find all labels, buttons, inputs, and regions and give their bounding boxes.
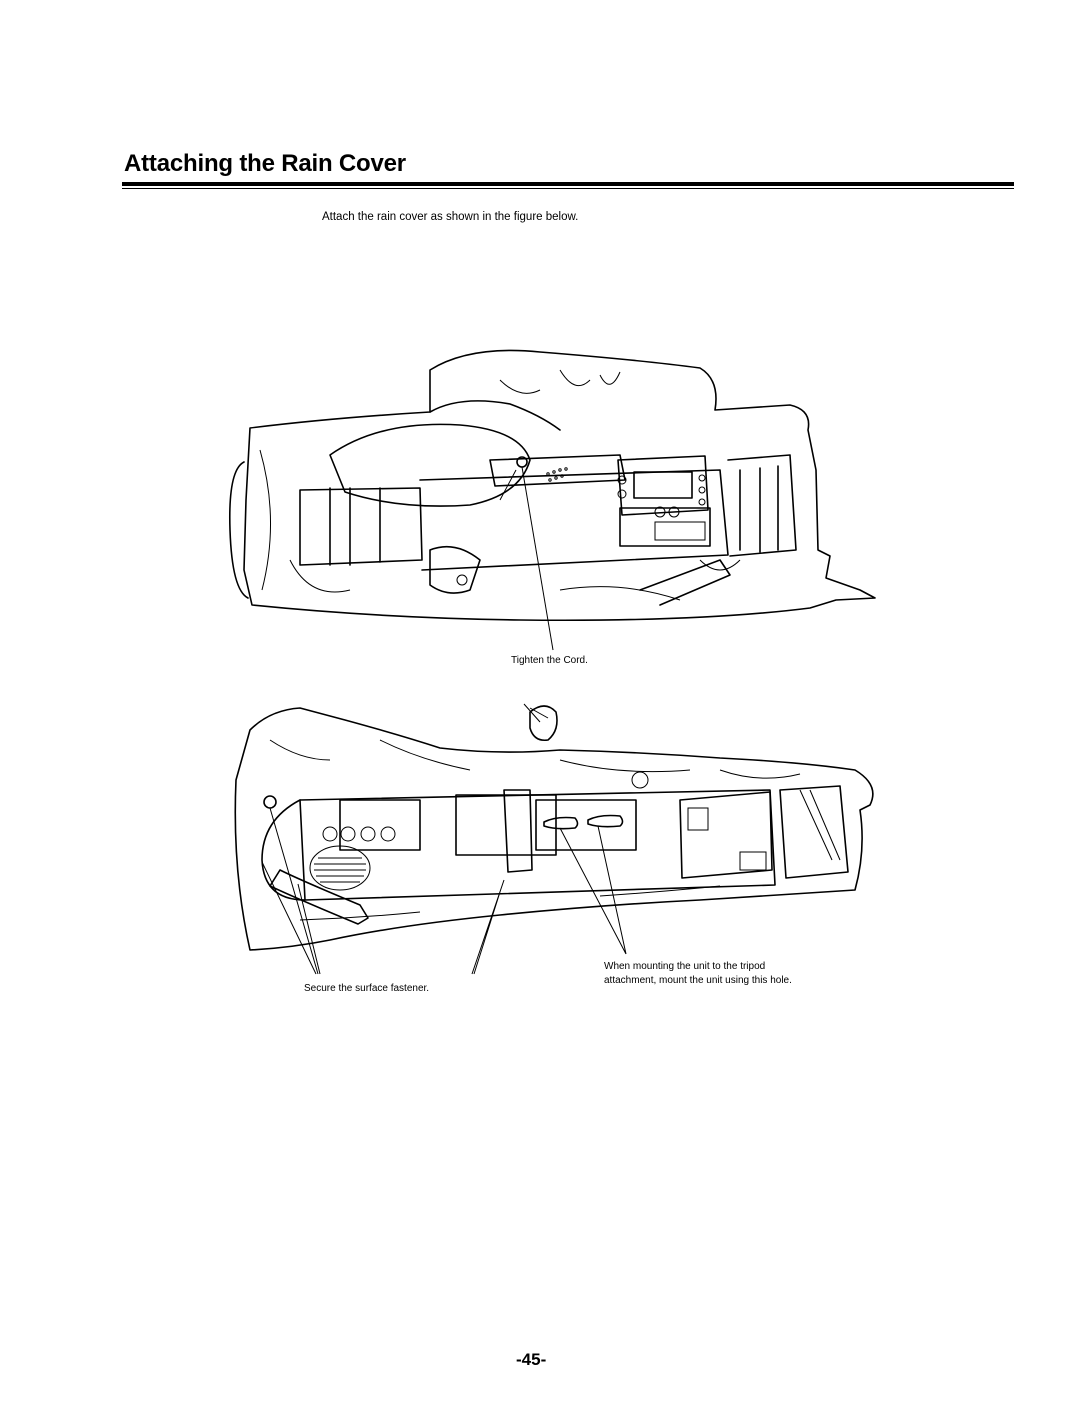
title-rule-thin — [122, 188, 1014, 189]
camera-bottom-view-drawing — [234, 703, 874, 975]
title-rule-thick — [122, 182, 1014, 186]
rain-cover-illustration — [228, 349, 876, 975]
callout-tripod-hole: When mounting the unit to the tripod att… — [604, 960, 792, 988]
camera-side-view-drawing — [228, 349, 876, 651]
callout-tripod-line-2: attachment, mount the unit using this ho… — [604, 975, 792, 986]
page-number: -45- — [516, 1350, 547, 1369]
page-title: Attaching the Rain Cover — [124, 150, 406, 177]
callout-tripod-line-1: When mounting the unit to the tripod — [604, 961, 766, 972]
callout-surface-fastener: Secure the surface fastener. — [304, 983, 430, 994]
intro-text: Attach the rain cover as shown in the fi… — [322, 211, 579, 223]
callout-tighten-cord: Tighten the Cord. — [511, 655, 588, 666]
